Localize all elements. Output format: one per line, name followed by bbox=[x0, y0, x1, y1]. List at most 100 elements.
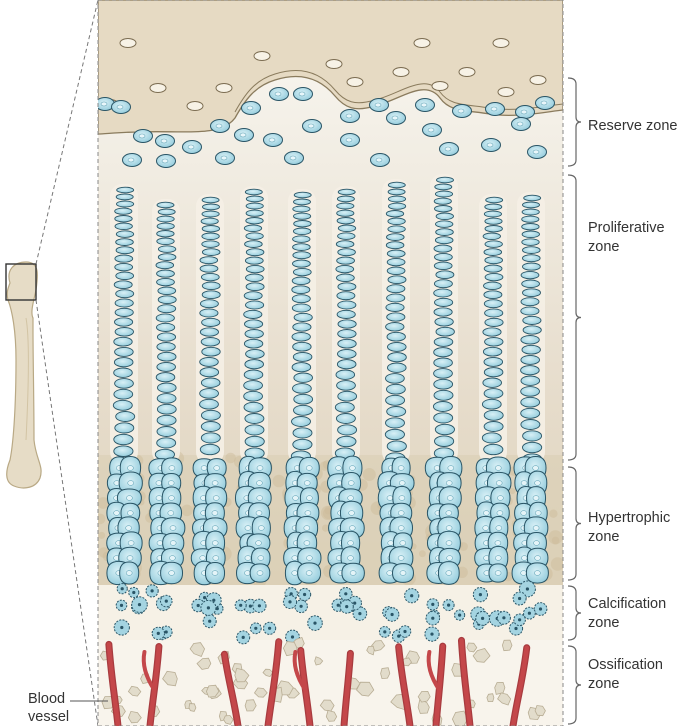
proliferative-cell bbox=[115, 193, 134, 201]
proliferative-cell bbox=[483, 210, 502, 218]
proliferative-cell bbox=[199, 388, 219, 399]
cell-nucleus bbox=[257, 525, 265, 531]
proliferative-cell bbox=[387, 181, 406, 189]
proliferative-cell bbox=[337, 248, 356, 257]
cell-nucleus bbox=[256, 480, 263, 486]
proliferative-cell bbox=[292, 243, 311, 251]
bone-fragment bbox=[127, 710, 142, 724]
proliferative-cell bbox=[482, 327, 502, 337]
bone-fragment bbox=[417, 699, 430, 714]
proliferative-cell bbox=[201, 317, 221, 327]
proliferative-cell bbox=[113, 445, 134, 457]
proliferative-cell bbox=[387, 195, 407, 203]
cell-nucleus bbox=[445, 510, 453, 516]
proliferative-cell bbox=[386, 383, 406, 395]
proliferative-cell bbox=[435, 326, 455, 337]
cell-nucleus bbox=[119, 603, 124, 608]
cell-nucleus bbox=[167, 480, 175, 486]
proliferative-cell bbox=[385, 302, 405, 312]
cell-nucleus bbox=[375, 157, 383, 163]
proliferative-cell bbox=[245, 264, 265, 274]
cell-nucleus bbox=[445, 570, 453, 576]
matrix-granule bbox=[548, 530, 563, 545]
proliferative-cell bbox=[199, 308, 219, 318]
proliferative-cell bbox=[293, 404, 313, 416]
proliferative-cell bbox=[434, 205, 453, 213]
proliferative-cell bbox=[433, 336, 454, 347]
cell-nucleus bbox=[445, 525, 453, 531]
cell-nucleus bbox=[457, 108, 465, 114]
zone-bracket bbox=[567, 645, 582, 725]
proliferative-cell bbox=[200, 409, 221, 421]
bone-fragment bbox=[534, 705, 546, 717]
proliferative-cell bbox=[484, 240, 503, 248]
proliferative-cell bbox=[484, 256, 503, 265]
proliferative-cell bbox=[523, 194, 542, 202]
matrix-granule bbox=[459, 542, 468, 551]
proliferative-cell bbox=[114, 254, 134, 263]
proliferative-cell bbox=[291, 285, 311, 295]
cell-nucleus bbox=[303, 480, 311, 486]
lacuna bbox=[497, 87, 515, 97]
proliferative-cell bbox=[202, 203, 220, 211]
proliferative-cell bbox=[201, 346, 221, 357]
cell-nucleus bbox=[347, 555, 354, 561]
proliferative-cell bbox=[293, 191, 312, 199]
cell-nucleus bbox=[534, 510, 542, 516]
proliferative-cell bbox=[243, 401, 264, 413]
lacuna bbox=[529, 75, 547, 85]
proliferative-cell bbox=[155, 261, 175, 270]
proliferative-cell bbox=[385, 241, 405, 250]
cell-nucleus bbox=[349, 465, 356, 471]
proliferative-cell bbox=[335, 369, 356, 380]
cell-nucleus bbox=[383, 630, 387, 634]
reserve-chondrocytes bbox=[98, 87, 555, 168]
lacuna bbox=[119, 38, 137, 48]
proliferative-cell bbox=[520, 407, 541, 419]
proliferative-cell bbox=[484, 337, 504, 347]
matrix-granule bbox=[98, 531, 106, 539]
proliferative-cell bbox=[520, 396, 541, 408]
cell-nucleus bbox=[518, 618, 522, 622]
proliferative-cell bbox=[245, 248, 265, 257]
bone-lacunae bbox=[101, 38, 547, 111]
lacuna bbox=[392, 67, 410, 77]
cell-nucleus bbox=[430, 632, 434, 636]
cell-nucleus bbox=[127, 510, 134, 516]
cell-nucleus bbox=[403, 629, 407, 634]
cell-nucleus bbox=[540, 100, 548, 106]
cell-nucleus bbox=[199, 555, 206, 561]
cell-nucleus bbox=[399, 570, 407, 576]
blood-vessel-lumen bbox=[510, 645, 529, 726]
bone-fragment bbox=[314, 656, 324, 666]
bone-fragment bbox=[205, 684, 220, 698]
cell-nucleus bbox=[239, 603, 243, 607]
cell-nucleus bbox=[132, 590, 136, 595]
proliferative-cell bbox=[386, 312, 406, 322]
proliferative-cell bbox=[115, 246, 135, 255]
proliferative-cell bbox=[156, 222, 175, 230]
proliferative-cell bbox=[436, 176, 454, 184]
cell-nucleus bbox=[532, 149, 540, 155]
proliferative-cell bbox=[245, 273, 264, 283]
cell-nucleus bbox=[305, 465, 313, 471]
cell-nucleus bbox=[387, 540, 395, 546]
zone-bracket bbox=[567, 585, 582, 641]
cell-nucleus bbox=[410, 594, 414, 598]
cell-nucleus bbox=[212, 598, 216, 602]
proliferative-cell bbox=[115, 238, 134, 246]
proliferative-cell bbox=[115, 411, 136, 422]
proliferative-cell bbox=[244, 329, 264, 339]
proliferative-cell bbox=[293, 312, 313, 322]
cell-nucleus bbox=[521, 555, 528, 561]
proliferative-cell bbox=[522, 201, 540, 209]
proliferative-cell bbox=[199, 367, 220, 378]
lacuna bbox=[346, 77, 364, 87]
bone-fragment bbox=[234, 667, 250, 683]
proliferative-cell bbox=[292, 227, 312, 236]
cell-nucleus bbox=[494, 555, 502, 561]
proliferative-cell bbox=[520, 375, 541, 386]
bone-fragment bbox=[188, 703, 197, 712]
matrix-granule bbox=[550, 557, 563, 571]
femur-bone bbox=[6, 261, 42, 489]
